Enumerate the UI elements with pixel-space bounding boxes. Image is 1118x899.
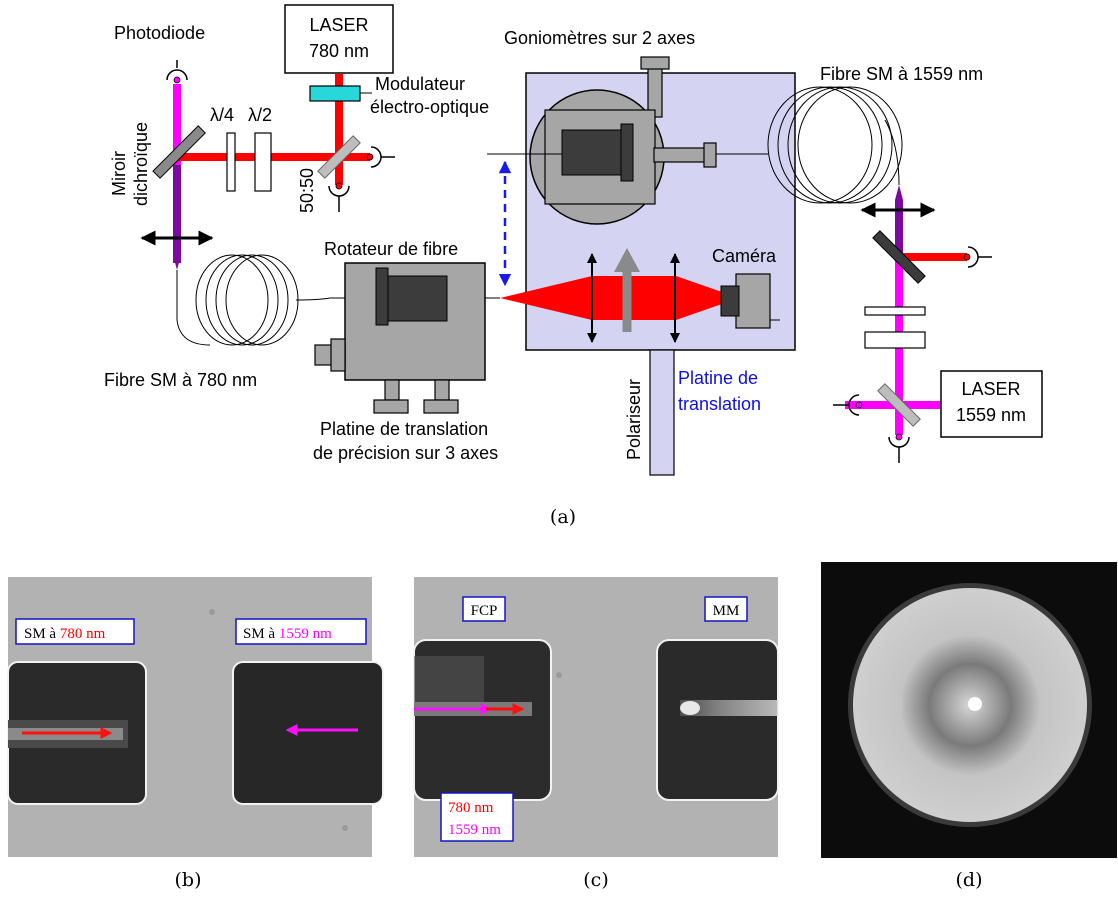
fiber-core-spot [968, 697, 982, 711]
quarter-waveplate [226, 132, 236, 192]
red-beam-cone [500, 276, 722, 320]
legend-1559: 1559 nm [448, 822, 501, 838]
panel-b-caption: (b) [175, 869, 202, 891]
panel-b-microscope-image: SM à 780 nm SM à 1559 nm (b) [7, 577, 384, 891]
polarizer-rail [649, 349, 675, 476]
stage-label-2: de précision sur 3 axes [313, 443, 498, 463]
label-mm: MM [713, 603, 740, 619]
laser-780-label-2: 780 nm [309, 41, 369, 61]
laser-1559-label-1: LASER [961, 379, 1020, 399]
modulator-label-2: électro-optique [370, 97, 489, 117]
panel-c-microscope-image: FCP MM 780 nm 1559 nm (c) [413, 577, 779, 891]
fiber-780-coil [176, 254, 500, 346]
modulator-label-1: Modulateur [375, 74, 465, 94]
laser-1559-label-2: 1559 nm [956, 405, 1026, 425]
photodiode-label: Photodiode [114, 23, 205, 43]
fiber-1559-label: Fibre SM à 1559 nm [820, 64, 983, 84]
dichroic-mirror [152, 125, 206, 179]
photodiode-left-1559-icon [833, 394, 863, 416]
panel-c-caption: (c) [583, 869, 608, 891]
fiber-rotator-label: Rotateur de fibre [324, 239, 458, 259]
dichroic-mirror-right [872, 230, 926, 284]
waveplate-right-1 [864, 306, 926, 316]
electro-optic-modulator [309, 85, 361, 102]
dichroic-mirror-label: Miroir dichroïque [109, 122, 151, 206]
beam-splitter-right [877, 383, 921, 427]
stage-label-1: Platine de translation [320, 419, 488, 439]
photodiode-bottom-icon [328, 182, 350, 212]
goniometers-label: Goniomètres sur 2 axes [504, 28, 695, 48]
beam-splitter-50-50 [317, 135, 361, 179]
splitter-label: 50:50 [297, 168, 317, 213]
camera-label: Caméra [712, 246, 777, 266]
quarter-wave-label: λ/4 [210, 105, 234, 125]
fiber-1559-coil [716, 86, 903, 204]
laser-780-label-1: LASER [309, 15, 368, 35]
half-waveplate [254, 132, 272, 192]
half-wave-label: λ/2 [248, 105, 272, 125]
laser-780-box [284, 4, 394, 74]
panel-a-setup-diagram: Photodiode Miroir dichroïque λ/4 λ/2 50: [104, 4, 1043, 528]
photodiode-top-icon [166, 60, 188, 84]
panel-d-caption: (d) [956, 869, 983, 891]
panel-d-fiber-end-image: (d) [821, 562, 1117, 891]
photodiode-right-icon [366, 146, 395, 168]
camera-icon [735, 273, 771, 329]
photodiode-right-far-icon [963, 246, 992, 268]
translation-stage-label-2: translation [678, 394, 761, 414]
fiber-780-label: Fibre SM à 780 nm [104, 370, 257, 390]
fiber-rotator-body [386, 275, 448, 322]
legend-780: 780 nm [448, 800, 494, 816]
panel-a-caption: (a) [550, 506, 576, 528]
photodiode-bottom-1559-icon [888, 433, 910, 463]
translation-stage-label-1: Platine de [678, 368, 758, 388]
label-sm-780: SM à 780 nm [24, 626, 106, 642]
label-fcp: FCP [471, 603, 498, 619]
label-sm-1559: SM à 1559 nm [243, 626, 332, 642]
polarizer-label: Polariseur [624, 379, 644, 460]
waveplate-right-2 [864, 331, 926, 349]
laser-1559-box [940, 370, 1043, 438]
